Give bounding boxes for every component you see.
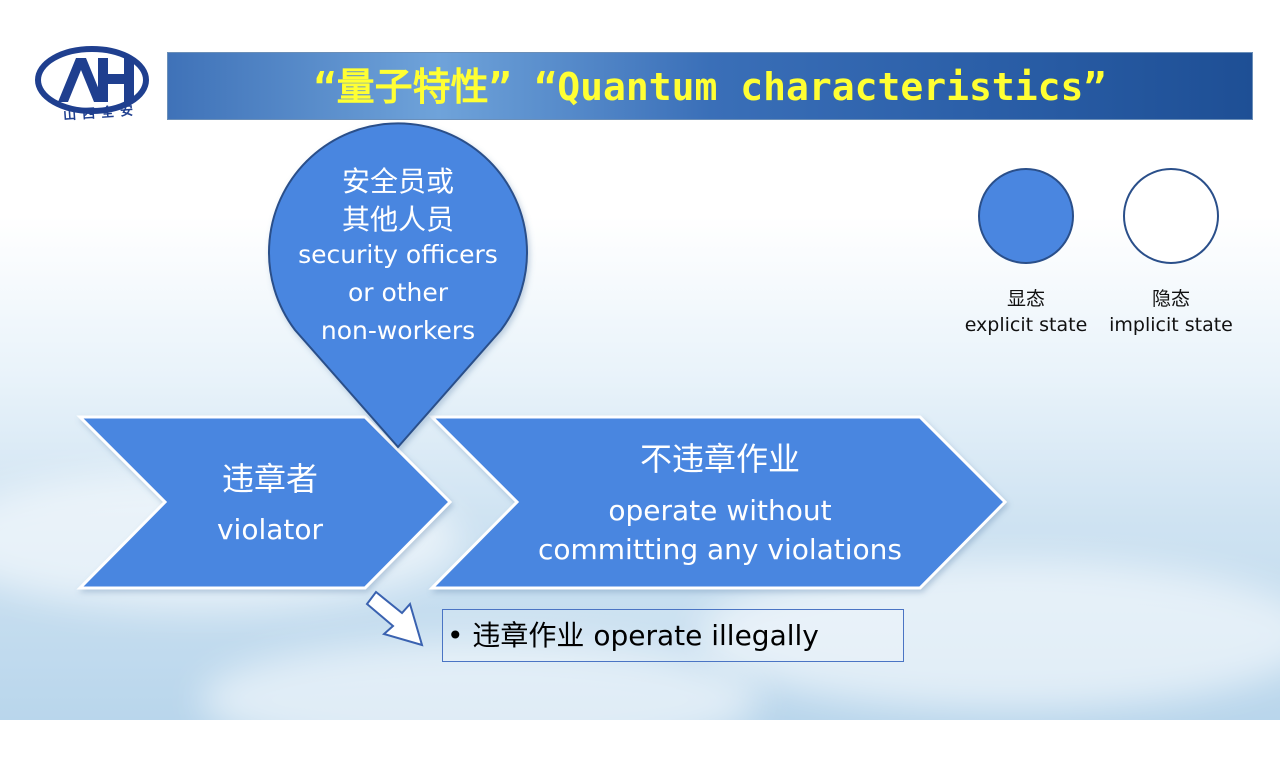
bullet-dot: • bbox=[447, 619, 464, 652]
violator-label-en: violator bbox=[216, 513, 324, 546]
bubble-line-5: non-workers bbox=[320, 316, 476, 345]
legend-explicit-circle bbox=[978, 168, 1074, 264]
bubble-line-4: or other bbox=[347, 278, 449, 307]
bullet-box: • 违章作业 operate illegally bbox=[442, 609, 904, 662]
diagram-canvas bbox=[76, 122, 1219, 647]
legend-implicit-circle bbox=[1123, 168, 1219, 264]
company-logo: 山西全安 bbox=[24, 44, 164, 124]
page-title: “量子特性” “Quantum characteristics” bbox=[313, 65, 1107, 109]
legend-implicit-en: implicit state bbox=[1109, 314, 1233, 336]
legend-explicit-en: explicit state bbox=[964, 314, 1088, 336]
violator-label-zh: 违章者 bbox=[221, 460, 318, 498]
compliant-label-zh: 不违章作业 bbox=[639, 440, 800, 478]
arrow-icon bbox=[365, 590, 424, 647]
bullet-item-label: 违章作业 operate illegally bbox=[472, 619, 819, 652]
compliant-chevron bbox=[428, 415, 1008, 590]
compliant-label-en-line1: operate without bbox=[608, 494, 832, 527]
bubble-line-1: 安全员或 bbox=[341, 165, 454, 198]
legend-implicit-zh: 隐态 bbox=[1151, 288, 1190, 310]
compliant-label-en-line2: committing any violations bbox=[537, 533, 903, 566]
title-banner: “量子特性” “Quantum characteristics” bbox=[167, 52, 1253, 120]
bullet-item: • 违章作业 operate illegally bbox=[447, 614, 819, 654]
observer-bubble bbox=[268, 122, 528, 449]
legend-explicit-zh: 显态 bbox=[1006, 288, 1045, 310]
bubble-line-3: security officers bbox=[298, 240, 498, 269]
bubble-line-2: 其他人员 bbox=[341, 203, 454, 236]
violator-chevron bbox=[76, 415, 453, 590]
